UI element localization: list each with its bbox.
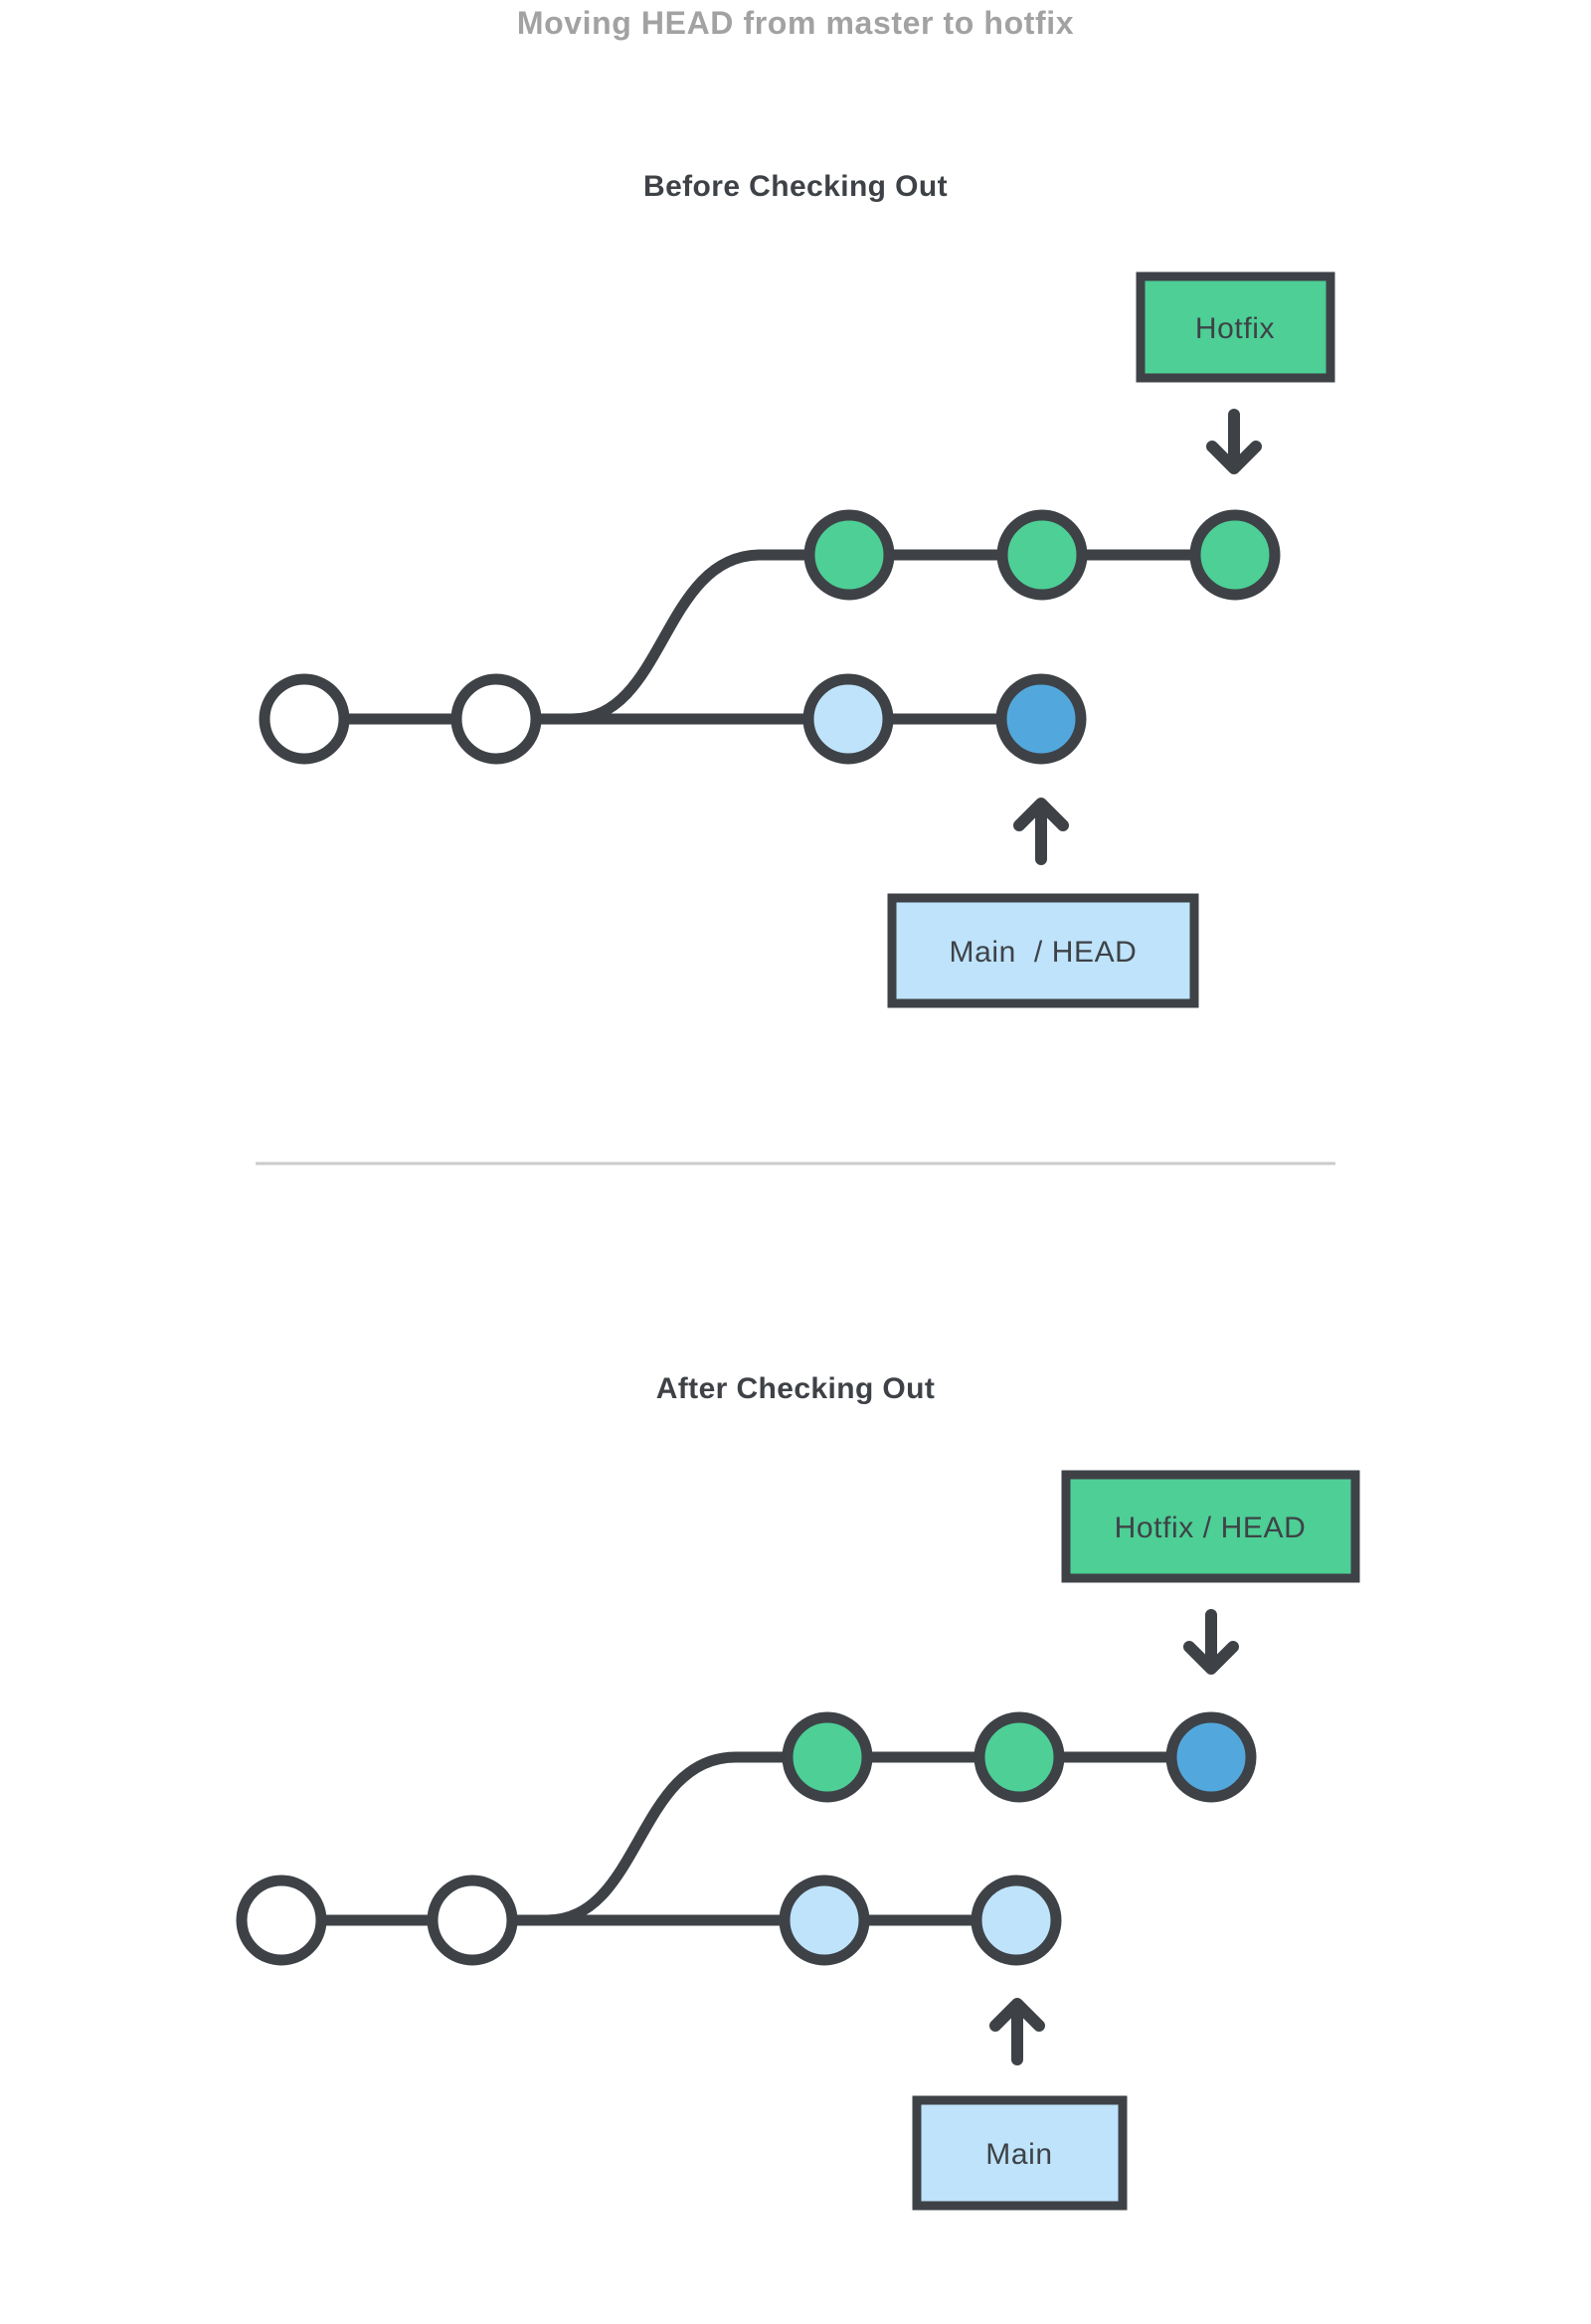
before-arrow-down-icon [1206,409,1262,474]
after-hotfix-label: Hotfix / HEAD [1115,1512,1307,1544]
after-diagram: Hotfix / HEAD Main [236,1470,1360,2211]
before-hotfix-commit-1 [803,509,895,601]
after-main-label-box [912,2095,1128,2211]
before-hotfix-tip-commit [1189,509,1281,601]
after-hotfix-branch-line [546,1751,1211,1926]
before-section-heading: Before Checking Out [643,170,948,203]
before-hotfix-branch-line [571,549,1235,725]
before-main-commit-2 [450,673,542,765]
before-main-commit-3 [802,673,894,765]
before-diagram: Hotfix Main / HEAD [259,271,1335,1008]
after-hotfix-label-box [1061,1470,1360,1583]
after-arrow-down-icon [1183,1609,1239,1675]
before-main-commit-1 [259,673,350,765]
after-hotfix-head-commit [1165,1711,1257,1803]
after-main-commit-1 [236,1875,327,1966]
before-hotfix-commit-2 [996,509,1088,601]
after-main-commit-2 [427,1875,518,1966]
after-main-tip-commit [971,1875,1062,1966]
page-title: Moving HEAD from master to hotfix [516,5,1075,41]
after-main-label: Main [985,2138,1052,2171]
before-main-label: Main / HEAD [950,936,1138,969]
after-arrow-up-icon [989,1998,1045,2065]
after-hotfix-commit-1 [782,1711,873,1803]
before-arrow-up-icon [1013,798,1069,865]
before-main-head-commit [995,673,1087,765]
after-hotfix-commit-2 [973,1711,1065,1803]
before-main-label-box [887,893,1199,1008]
after-section-heading: After Checking Out [655,1372,936,1405]
after-main-commit-3 [779,1875,870,1966]
before-hotfix-label: Hotfix [1195,312,1275,345]
before-hotfix-label-box [1136,271,1335,383]
